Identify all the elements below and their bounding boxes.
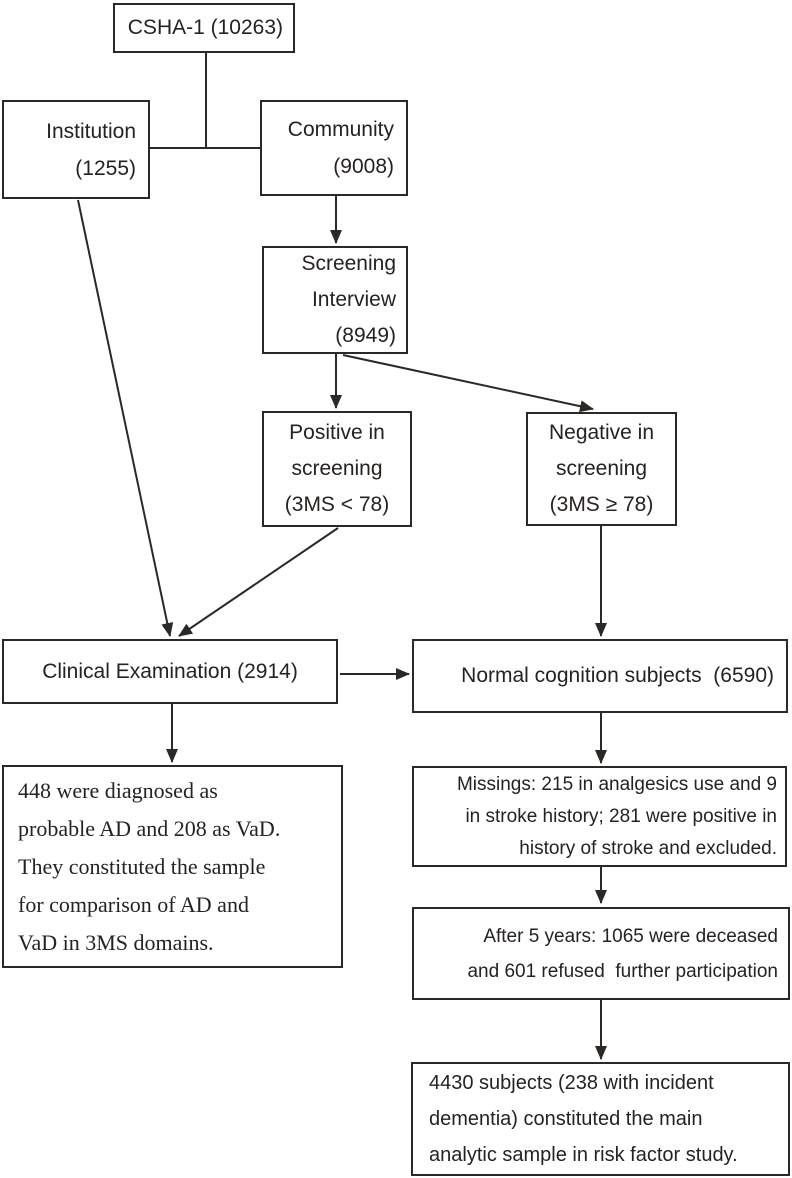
- box-community: Community (9008): [260, 100, 408, 196]
- box-positive-screening: Positive in screening (3MS < 78): [262, 411, 412, 527]
- box-ad-vad-sample: 448 were diagnosed as probable AD and 20…: [2, 765, 343, 968]
- box-screening-interview: Screening Interview (8949): [262, 246, 408, 354]
- box-institution: Institution (1255): [2, 100, 150, 199]
- box-csha1-text: CSHA-1 (10263): [127, 16, 283, 39]
- box-community-line: (9008): [333, 155, 394, 178]
- box-institution-line: Institution: [46, 119, 136, 143]
- box-normal-cognition: Normal cognition subjects (6590): [412, 639, 788, 713]
- box-missings-line: history of stroke and excluded.: [519, 837, 777, 859]
- box-positive-line: screening: [291, 457, 383, 480]
- box-community-line: Community: [287, 118, 394, 141]
- box-negative-line: Negative in: [548, 421, 655, 444]
- box-positive-line: (3MS < 78): [284, 493, 390, 516]
- arrow-screening-to-negative: [342, 354, 594, 413]
- box-ad-vad-line: 448 were diagnosed as: [18, 777, 218, 803]
- box-clinical-examination: Clinical Examination (2914): [2, 639, 338, 704]
- box-normal-text: Normal cognition subjects (6590): [461, 664, 774, 687]
- box-ad-vad-line: for comparison of AD and: [18, 891, 249, 917]
- box-after5-line: After 5 years: 1065 were deceased: [483, 925, 778, 947]
- box-institution-line: (1255): [75, 156, 136, 180]
- box-ad-vad-line: VaD in 3MS domains.: [18, 929, 214, 955]
- box-missings-line: Missings: 215 in analgesics use and 9: [456, 773, 777, 795]
- box-screening-line: Screening: [301, 252, 396, 275]
- box-after-5-years: After 5 years: 1065 were deceased and 60…: [412, 907, 790, 1000]
- arrow-institution-to-clinical: [77, 199, 174, 637]
- box-negative-screening: Negative in screening (3MS ≥ 78): [526, 412, 677, 526]
- box-final-line: analytic sample in risk factor study.: [429, 1144, 738, 1166]
- box-ad-vad-line: They constituted the sample: [18, 853, 266, 879]
- box-csha1: CSHA-1 (10263): [113, 3, 295, 53]
- box-negative-line: screening: [555, 457, 648, 480]
- box-final-sample: 4430 subjects (238 with incident dementi…: [411, 1062, 790, 1176]
- box-screening-line: (8949): [335, 324, 396, 347]
- box-final-line: dementia) constituted the main: [429, 1108, 703, 1130]
- box-negative-line: (3MS ≥ 78): [549, 493, 654, 516]
- box-ad-vad-line: probable AD and 208 as VaD.: [18, 815, 281, 841]
- box-after5-line: and 601 refused further participation: [467, 960, 778, 982]
- box-final-line: 4430 subjects (238 with incident: [429, 1072, 714, 1094]
- box-positive-line: Positive in: [289, 421, 385, 444]
- arrow-positive-to-clinical: [178, 527, 339, 637]
- box-screening-line: Interview: [311, 288, 396, 311]
- box-missings-line: in stroke history; 281 were positive in: [465, 805, 777, 827]
- box-missings: Missings: 215 in analgesics use and 9 in…: [412, 766, 787, 867]
- box-clinical-text: Clinical Examination (2914): [42, 659, 298, 683]
